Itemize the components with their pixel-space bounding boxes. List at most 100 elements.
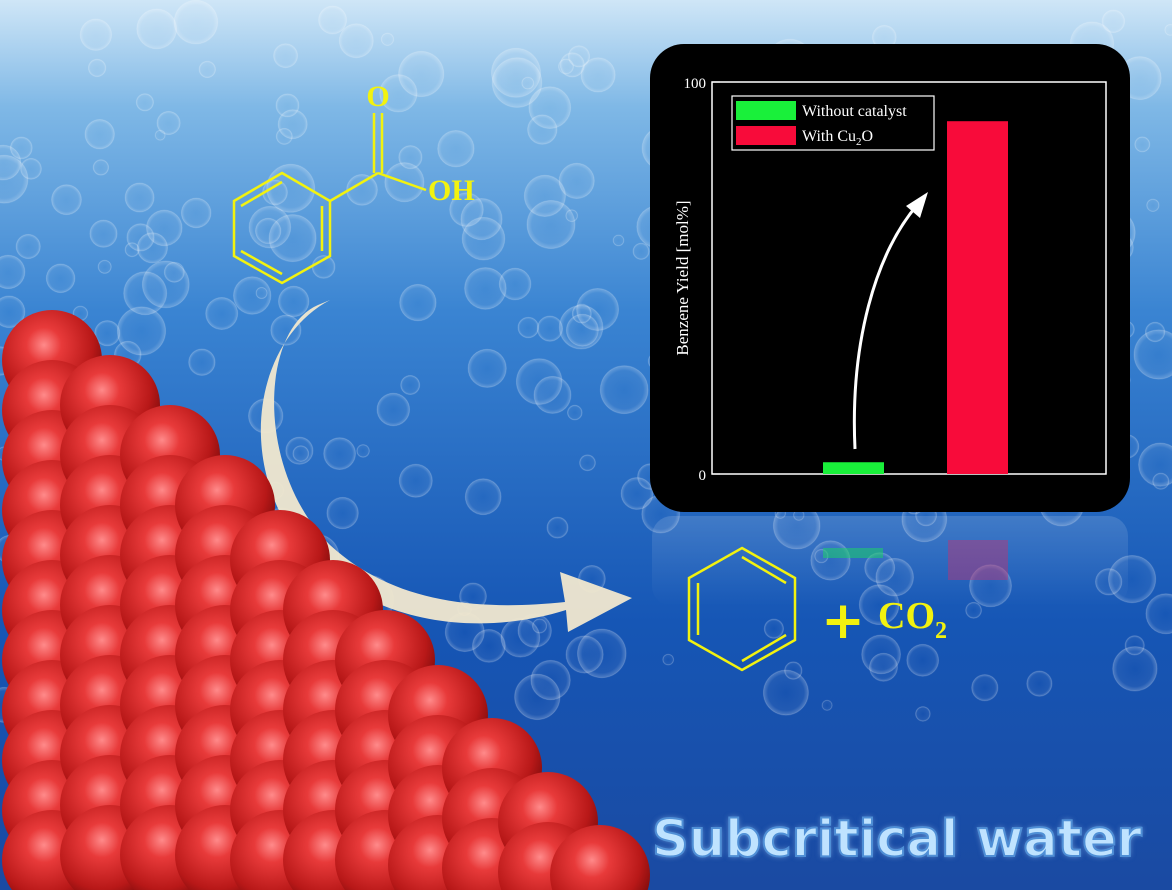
- bubble: [400, 375, 421, 395]
- subcritical-water-title: Subcritical water: [651, 809, 1143, 870]
- bubble: [1124, 635, 1145, 656]
- bubble: [398, 145, 423, 170]
- bubble: [461, 216, 506, 261]
- bubble: [527, 114, 558, 145]
- bubble: [449, 192, 484, 227]
- bubble: [135, 93, 154, 112]
- bubble: [89, 219, 118, 248]
- bubble: [1101, 9, 1126, 34]
- bubble: [255, 286, 268, 300]
- bubble: [821, 699, 833, 711]
- bubble: [915, 706, 931, 722]
- bubble: [94, 320, 121, 347]
- bubble: [861, 634, 901, 675]
- bubble: [565, 209, 579, 223]
- bubble: [467, 348, 507, 388]
- legend-label-without: Without catalyst: [802, 103, 907, 120]
- bubble: [45, 263, 76, 294]
- bubble: [464, 267, 507, 310]
- y-axis-label: Benzene Yield [mol%]: [673, 200, 692, 355]
- bubble: [180, 197, 212, 229]
- bubble: [376, 392, 411, 427]
- hydroxyl-label: OH: [428, 174, 475, 207]
- bubble: [156, 110, 181, 136]
- bubble: [546, 516, 569, 539]
- y-tick-0: 0: [699, 468, 707, 484]
- bubble: [188, 348, 216, 376]
- bubble: [205, 297, 239, 330]
- bar-with-cu2o: [947, 121, 1008, 474]
- bubble: [15, 233, 41, 260]
- bubble: [612, 234, 625, 247]
- bubble: [292, 445, 310, 463]
- bubble: [491, 47, 541, 98]
- legend-swatch-with: [736, 126, 796, 145]
- plus-sign: +: [821, 591, 865, 651]
- bubble: [536, 315, 564, 342]
- increase-arrow-head: [906, 192, 928, 218]
- bubble: [620, 477, 654, 510]
- legend-swatch-without: [736, 101, 796, 120]
- bubble: [1134, 136, 1151, 153]
- bubble: [338, 23, 374, 59]
- bubble: [662, 653, 675, 666]
- bubble: [1133, 329, 1172, 380]
- bubble: [579, 454, 596, 472]
- bubble: [567, 404, 583, 421]
- bubble: [163, 261, 185, 283]
- bubble: [380, 32, 395, 46]
- cu2o-sphere: [550, 825, 650, 890]
- bubble: [1145, 593, 1172, 635]
- bubble: [971, 674, 999, 702]
- bubble: [198, 60, 217, 79]
- reflection-bar-with: [948, 540, 1008, 580]
- cu2o-lattice: [2, 310, 650, 890]
- reaction-arrow: [260, 300, 632, 632]
- y-tick-100: 100: [684, 76, 707, 92]
- plot-frame: [711, 81, 1107, 475]
- benzene-yield-chart: 100 0 Benzene Yield [mol%] Without catal…: [673, 76, 1107, 484]
- bubble: [517, 316, 540, 339]
- bubble: [278, 285, 310, 318]
- bubble: [268, 214, 317, 263]
- bubble: [87, 58, 107, 78]
- bubble: [526, 200, 576, 249]
- bubble: [51, 184, 82, 216]
- bubble: [173, 0, 219, 45]
- bubble: [576, 288, 620, 331]
- bubble: [326, 496, 359, 530]
- bubble: [323, 437, 357, 471]
- bubble: [97, 259, 112, 274]
- bubble: [464, 478, 502, 516]
- bubble: [233, 276, 272, 315]
- chart-reflection: [652, 516, 1128, 606]
- benzene-molecule: [687, 546, 797, 672]
- bubble: [558, 162, 595, 199]
- bubble: [379, 74, 418, 113]
- bubble: [84, 119, 115, 150]
- bubble: [784, 661, 803, 680]
- bubble: [533, 375, 572, 414]
- benzoic-acid-molecule: [232, 113, 427, 285]
- bubble: [1026, 670, 1053, 697]
- co2-label: CO2: [878, 595, 947, 644]
- bubble: [318, 5, 348, 35]
- bubble: [277, 109, 308, 140]
- bubble: [599, 365, 649, 415]
- bubble: [92, 159, 110, 176]
- bubble: [580, 57, 616, 93]
- bubble: [356, 444, 370, 458]
- bubble: [0, 254, 26, 290]
- bubble: [906, 643, 940, 677]
- bubble: [762, 669, 809, 716]
- legend-label-with: With Cu2O: [802, 128, 873, 148]
- bubble: [632, 242, 650, 260]
- bubble: [399, 283, 437, 322]
- bubble: [146, 209, 183, 247]
- oxygen-label: O: [366, 80, 389, 113]
- bubble: [124, 182, 155, 213]
- bubble: [398, 463, 433, 498]
- bubble: [532, 618, 548, 634]
- bubble: [1164, 23, 1172, 36]
- bubble: [577, 628, 627, 679]
